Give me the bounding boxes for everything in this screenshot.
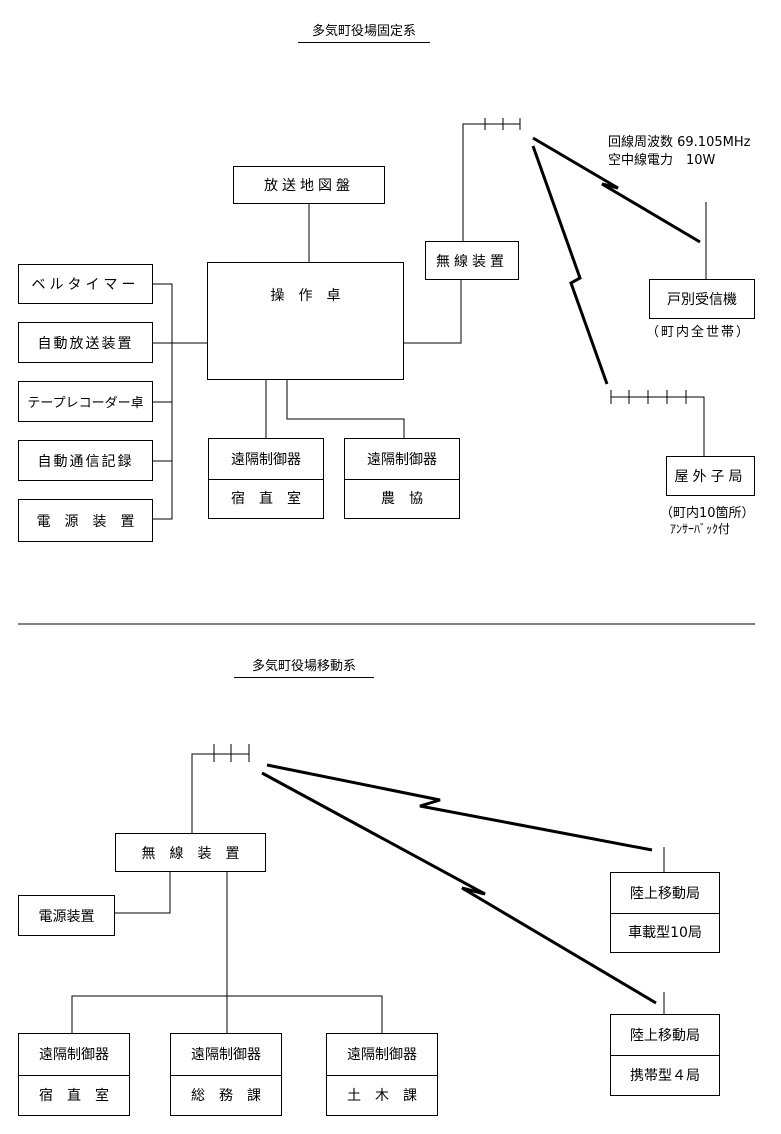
- operation-console: 操 作 卓: [207, 262, 404, 380]
- outdoor-note-count: （町内10箇所）: [660, 506, 755, 521]
- remote-controller-ja: 遠隔制御器 農 協: [344, 438, 460, 519]
- remote-location-label: 宿 直 室: [39, 1087, 109, 1104]
- fixed-system-title: 多気町役場固定系: [298, 20, 430, 43]
- remote-controller-label: 遠隔制御器: [327, 1034, 437, 1076]
- remote-controller-label: 遠隔制御器: [19, 1034, 129, 1076]
- bell-timer: ベルタイマー: [18, 264, 153, 304]
- remote-location-label: 宿 直 室: [231, 491, 301, 508]
- power-unit-fixed: 電 源 装 置: [18, 499, 153, 542]
- remote-location-label: 土 木 課: [347, 1087, 417, 1104]
- land-mobile-station-portable: 陸上移動局 携帯型４局: [610, 1014, 720, 1096]
- auto-comm-recorder: 自動通信記録: [18, 440, 153, 481]
- remote-controller-night-duty-fixed: 遠隔制御器 宿 直 室: [208, 438, 324, 519]
- household-note: （町内全世帯）: [646, 325, 752, 340]
- land-mobile-count: 車載型10局: [628, 925, 702, 942]
- land-mobile-station-vehicle: 陸上移動局 車載型10局: [610, 872, 720, 953]
- power-unit-mobile: 電源装置: [18, 895, 115, 936]
- household-receiver: 戸別受信機: [649, 279, 755, 319]
- mobile-system-title: 多気町役場移動系: [234, 655, 374, 678]
- remote-controller-label: 遠隔制御器: [171, 1034, 281, 1076]
- broadcast-map-panel: 放送地図盤: [233, 166, 385, 204]
- outdoor-sub-station: 屋外子局: [666, 456, 755, 496]
- radio-unit-fixed: 無線装置: [425, 241, 519, 280]
- remote-controller-general-affairs: 遠隔制御器 総 務 課: [170, 1033, 282, 1116]
- tape-recorder-desk: テープレコーダー卓: [18, 381, 153, 422]
- remote-location-label: 農 協: [381, 491, 423, 508]
- frequency-label: 回線周波数 69.105MHz: [608, 135, 751, 150]
- auto-broadcast-unit: 自動放送装置: [18, 322, 153, 363]
- land-mobile-label: 陸上移動局: [611, 1015, 719, 1056]
- operation-console-label: 操 作 卓: [270, 288, 341, 304]
- land-mobile-count: 携帯型４局: [630, 1068, 700, 1084]
- outdoor-note-answerback: ｱﾝｻｰﾊﾞｯｸ付: [670, 522, 731, 536]
- remote-controller-night-duty-mobile: 遠隔制御器 宿 直 室: [18, 1033, 130, 1116]
- land-mobile-label: 陸上移動局: [611, 873, 719, 914]
- antenna-power-label: 空中線電力 10W: [608, 153, 716, 168]
- remote-location-label: 総 務 課: [191, 1087, 261, 1104]
- remote-controller-civil-engineering: 遠隔制御器 土 木 課: [326, 1033, 438, 1116]
- radio-unit-mobile: 無 線 装 置: [115, 833, 266, 872]
- remote-controller-label: 遠隔制御器: [345, 439, 459, 480]
- remote-controller-label: 遠隔制御器: [209, 439, 323, 480]
